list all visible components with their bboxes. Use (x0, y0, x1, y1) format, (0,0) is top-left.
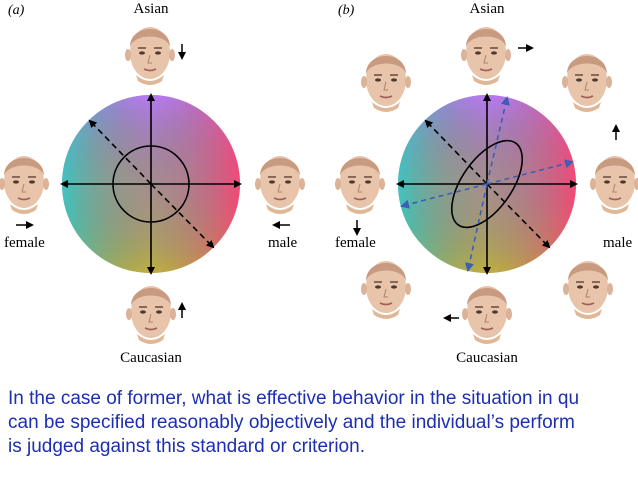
panel-b-diagonal-up (424, 119, 488, 185)
panel-b-face-lower-right (562, 260, 614, 320)
panel-b-face-left (334, 155, 386, 215)
panel-a-small-arrows (16, 44, 290, 318)
panel-a-label-male: male (268, 235, 297, 251)
panel-b-label-male: male (603, 235, 632, 251)
panel-b-blue-axis-down (465, 183, 488, 272)
panel-b-ellipse (450, 139, 524, 229)
panel-a-tag: (a) (8, 3, 25, 18)
panel-b-axes (396, 93, 578, 275)
panel-a-label-asian: Asian (134, 1, 169, 17)
panel-b-face-upper-right (561, 53, 613, 113)
panel-b-face-lower-left (360, 260, 412, 320)
panel-a-diagonal-down (150, 183, 215, 249)
panel-b-blue-axis-right (486, 159, 574, 185)
panel-b-dashed-blue-axes (400, 96, 574, 272)
panel-a-label-caucasian: Caucasian (120, 350, 182, 366)
panel-b-face-bottom (461, 285, 513, 345)
panel-b-blue-axis-left (400, 183, 488, 209)
panel-a-circle (112, 145, 190, 223)
panel-b-label-caucasian: Caucasian (456, 350, 518, 366)
panel-a-label-female: female (4, 235, 45, 251)
panel-a-face-left (0, 155, 50, 215)
caption-line-3: is judged against this standard or crite… (8, 436, 365, 457)
panel-a-face-right (254, 155, 306, 215)
panel-b-small-arrows (353, 44, 620, 322)
panel-b-face-top (460, 26, 512, 86)
panel-b-blue-axis-up (486, 96, 510, 185)
caption-line-1: In the case of former, what is effective… (8, 388, 580, 409)
panel-b-face-upper-left (360, 53, 412, 113)
panel-b-label-asian: Asian (470, 1, 505, 17)
panel-a: (a) (0, 1, 306, 366)
figure: (a) (0, 1, 638, 366)
panel-a-diagonal-up (88, 119, 152, 185)
panel-b-label-female: female (335, 235, 376, 251)
panel-b-face-right (589, 155, 638, 215)
caption-text: In the case of former, what is effective… (8, 387, 638, 459)
panel-b: (b) (334, 1, 638, 366)
panel-b-diagonal-down (486, 183, 551, 249)
panel-b-tag: (b) (338, 3, 355, 18)
caption-line-2: can be specified reasonably objectively … (8, 412, 575, 433)
panel-a-axes (60, 93, 242, 275)
panel-a-face-top (124, 26, 176, 86)
panel-a-face-bottom (125, 285, 177, 345)
